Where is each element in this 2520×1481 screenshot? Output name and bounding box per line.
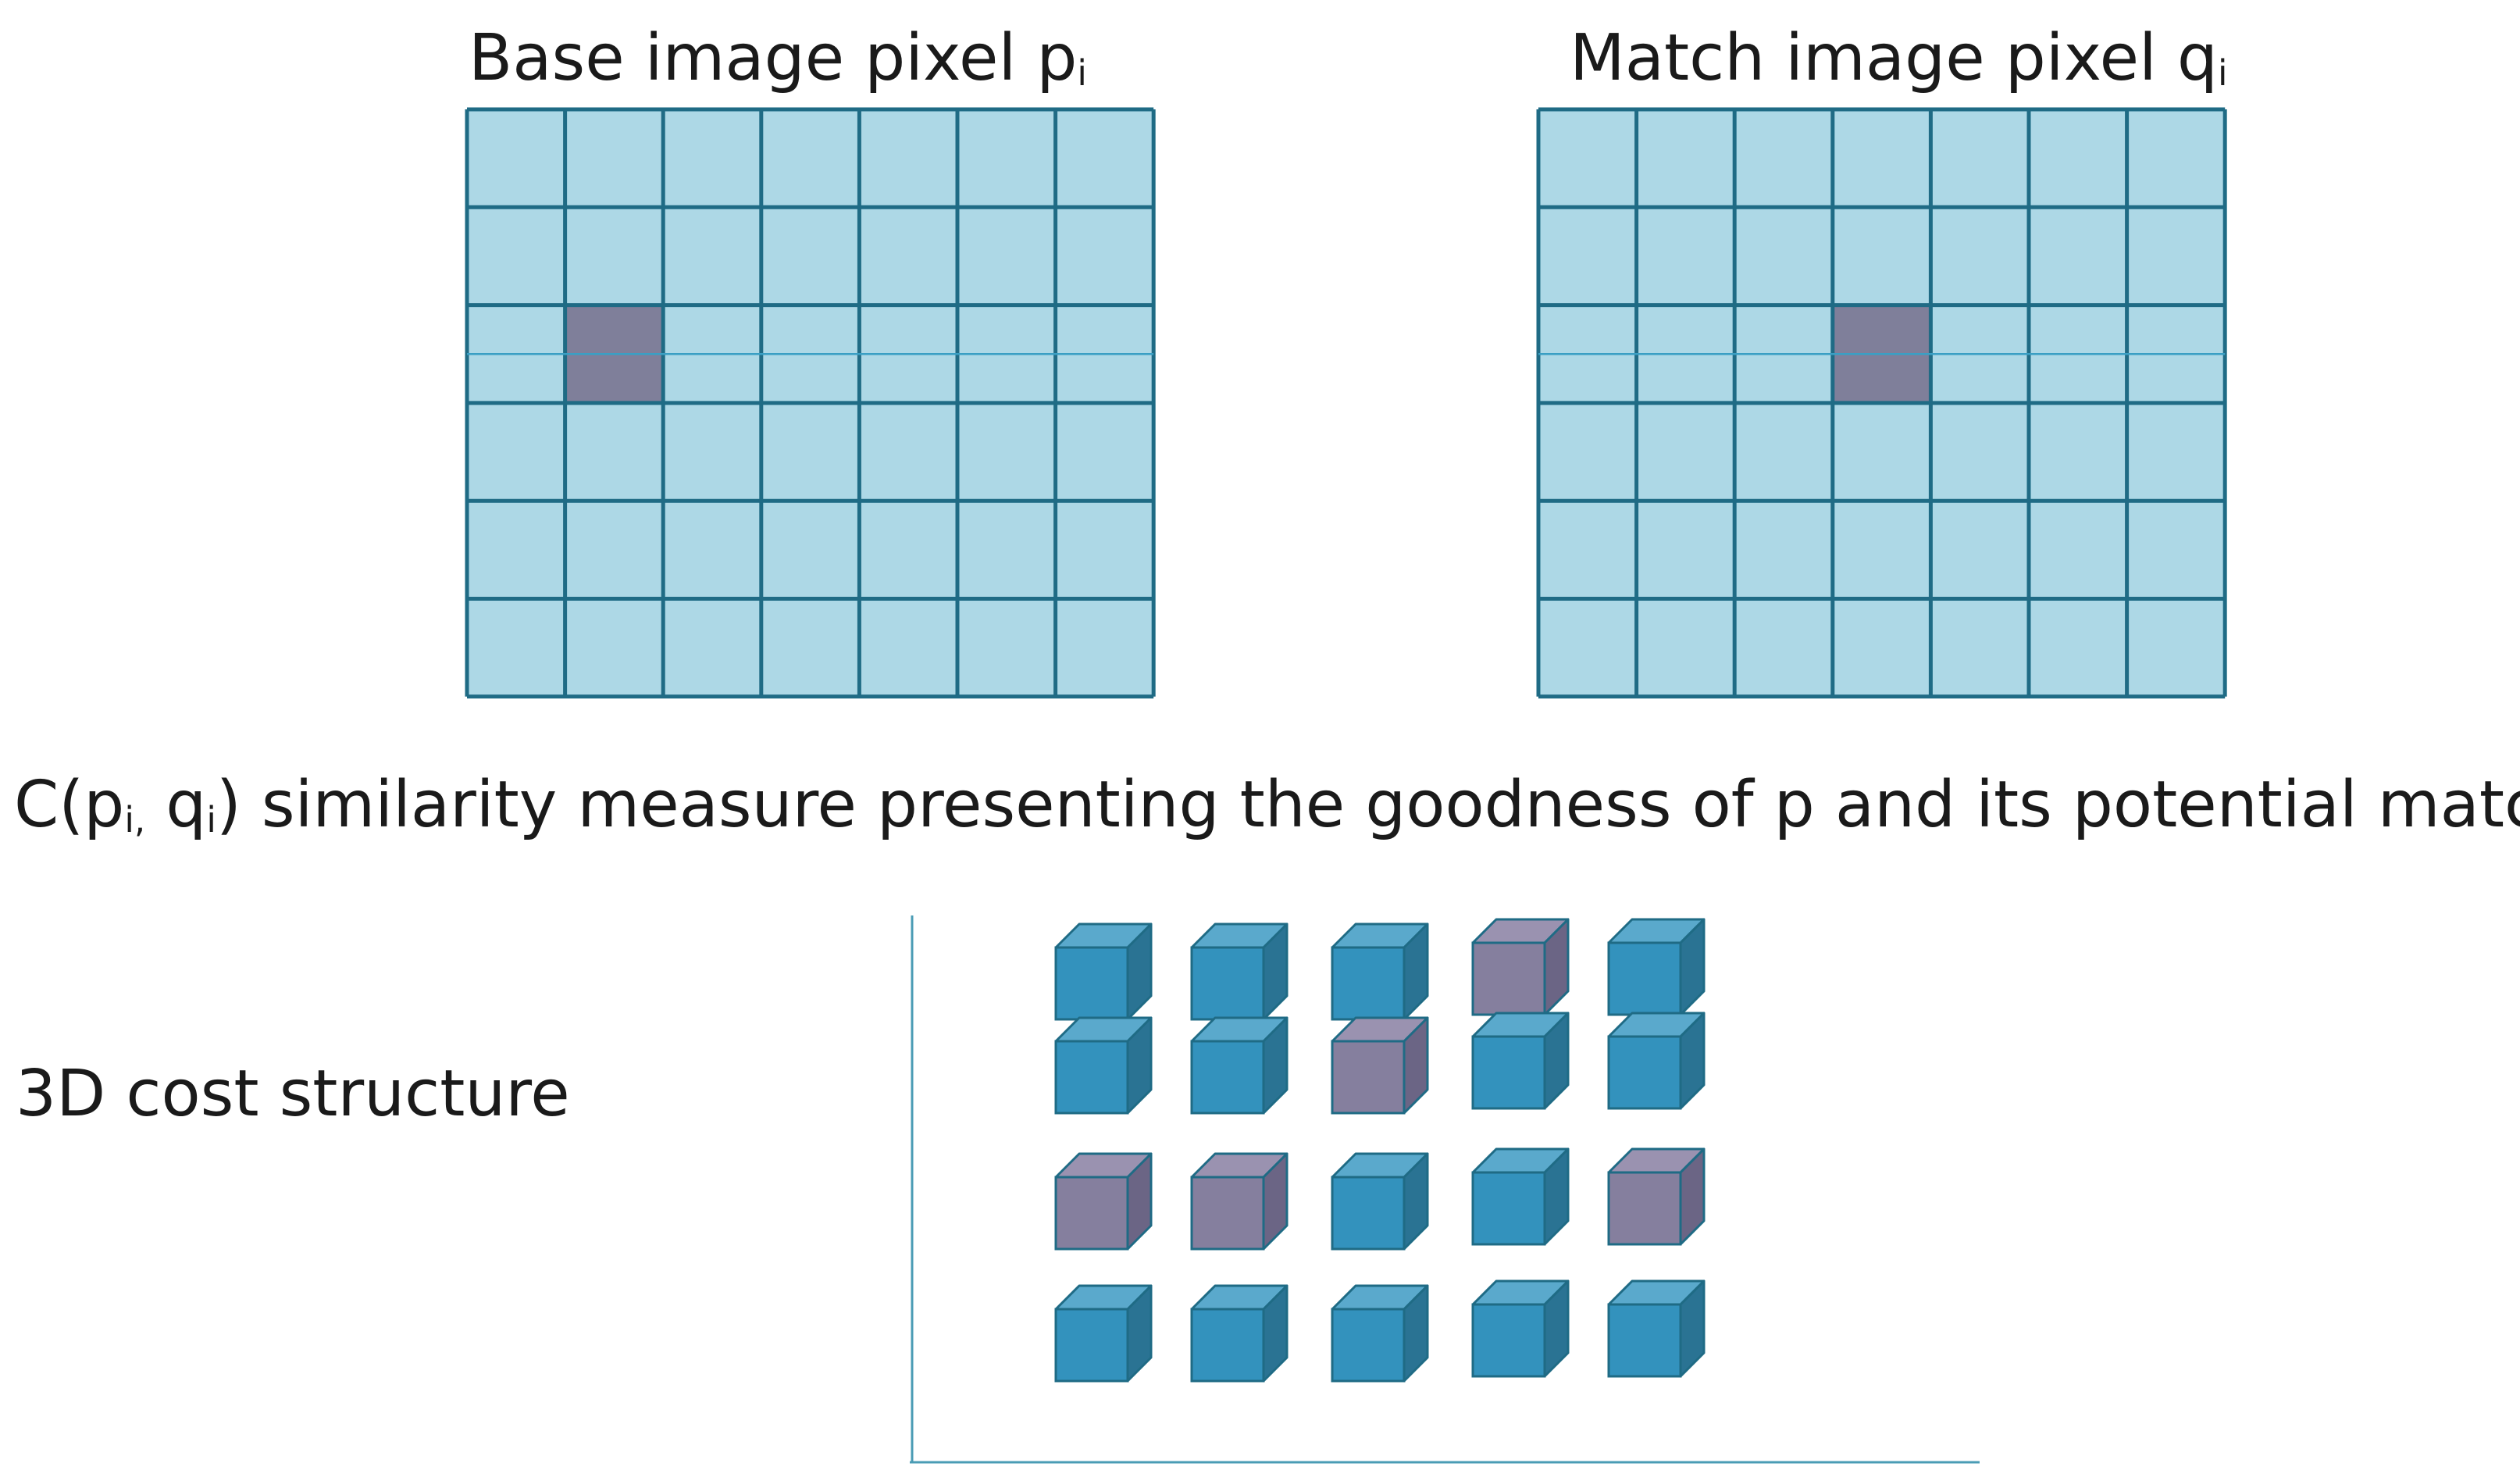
base-grid-cell xyxy=(859,598,957,697)
match-grid-cell xyxy=(1930,598,2029,697)
match-grid-cell xyxy=(1930,501,2029,599)
cost-cube-front xyxy=(1607,941,1682,1016)
cost-cube-front xyxy=(1471,1171,1546,1246)
match-grid-cell xyxy=(2126,402,2226,501)
match-grid-cell xyxy=(1636,501,1735,599)
base-grid-cell xyxy=(565,402,664,501)
base-grid-cell xyxy=(1055,402,1154,501)
cost-cube-front xyxy=(1471,1035,1546,1110)
match-grid-cell xyxy=(1832,402,1931,501)
cost-structure-label: 3D cost structure xyxy=(16,1057,570,1131)
match-grid-cell xyxy=(1930,402,2029,501)
cost-cube-front xyxy=(1607,1303,1682,1378)
match-grid-cell xyxy=(1636,402,1735,501)
cost-cube-front xyxy=(1190,1308,1265,1383)
base-grid-cell xyxy=(1055,501,1154,599)
match-grid-cell xyxy=(1538,501,1637,599)
base-grid-cell xyxy=(663,402,761,501)
cost-cube-front xyxy=(1331,1308,1406,1383)
match-grid-cell xyxy=(2126,598,2226,697)
base-grid-cell xyxy=(761,207,860,305)
cost-cube-front xyxy=(1190,946,1265,1021)
cost-cube-front xyxy=(1054,1308,1129,1383)
match-grid-cell xyxy=(2126,109,2226,208)
match-grid-cell xyxy=(2029,207,2127,305)
match-grid-cell xyxy=(2029,109,2127,208)
match-grid-cell xyxy=(2029,402,2127,501)
cost-cube-highlighted-front xyxy=(1190,1176,1265,1251)
match-grid-cell xyxy=(2029,501,2127,599)
match-grid-cell xyxy=(1734,207,1833,305)
match-grid-cell xyxy=(1832,598,1931,697)
cost-cube-front xyxy=(1054,1040,1129,1115)
base-grid-cell xyxy=(859,207,957,305)
match-grid-cell xyxy=(1734,402,1833,501)
cost-cube-front xyxy=(1190,1040,1265,1115)
match-grid-cell xyxy=(1734,109,1833,208)
base-grid-cell xyxy=(467,598,565,697)
base-grid-cell xyxy=(859,109,957,208)
base-grid-cell xyxy=(957,109,1056,208)
match-grid-cell xyxy=(1832,501,1931,599)
match-grid-cell xyxy=(1636,207,1735,305)
base-grid-cell xyxy=(761,402,860,501)
match-grid-cell xyxy=(1538,598,1637,697)
match-grid-cell xyxy=(1538,402,1637,501)
base-grid-cell xyxy=(859,501,957,599)
base-grid-cell xyxy=(957,598,1056,697)
similarity-caption: C(pi, qi) similarity measure presenting … xyxy=(14,768,2520,842)
base-grid-cell xyxy=(663,109,761,208)
base-grid-cell xyxy=(663,207,761,305)
match-grid-cell xyxy=(1636,598,1735,697)
base-grid-cell xyxy=(565,109,664,208)
match-grid-title: Match image pixel qi xyxy=(1570,21,2228,95)
match-grid-cell xyxy=(1538,207,1637,305)
base-grid-cell xyxy=(1055,109,1154,208)
base-grid-cell xyxy=(663,598,761,697)
cost-cube-highlighted-front xyxy=(1054,1176,1129,1251)
base-grid-cell xyxy=(761,109,860,208)
base-grid-cell xyxy=(957,207,1056,305)
match-grid-cell xyxy=(1930,207,2029,305)
match-grid-cell xyxy=(1832,207,1931,305)
base-grid-cell xyxy=(565,501,664,599)
match-grid-cell xyxy=(1734,501,1833,599)
base-grid-cell xyxy=(1055,207,1154,305)
match-grid-cell xyxy=(1538,109,1637,208)
match-grid-cell xyxy=(2126,501,2226,599)
cost-cube-highlighted-front xyxy=(1331,1040,1406,1115)
cost-cube-front xyxy=(1607,1035,1682,1110)
base-grid-cell xyxy=(467,109,565,208)
match-grid-cell xyxy=(2126,207,2226,305)
match-grid-cell xyxy=(2029,598,2127,697)
base-grid-cell xyxy=(859,402,957,501)
base-grid-cell xyxy=(957,501,1056,599)
base-grid-cell xyxy=(761,501,860,599)
cost-cube-highlighted-front xyxy=(1607,1171,1682,1246)
cost-cube-front xyxy=(1331,946,1406,1021)
match-grid-cell xyxy=(1636,109,1735,208)
base-grid-cell xyxy=(1055,598,1154,697)
base-grid-cell xyxy=(467,207,565,305)
match-grid-cell xyxy=(1734,598,1833,697)
base-grid-cell xyxy=(467,402,565,501)
base-grid-cell xyxy=(663,501,761,599)
base-grid-cell xyxy=(565,598,664,697)
base-grid-cell xyxy=(957,402,1056,501)
match-grid-cell xyxy=(1832,109,1931,208)
cost-cube-front xyxy=(1471,1303,1546,1378)
cost-cube-front xyxy=(1054,946,1129,1021)
base-grid-cell xyxy=(467,501,565,599)
cost-cube-front xyxy=(1331,1176,1406,1251)
base-grid-cell xyxy=(761,598,860,697)
base-grid-title: Base image pixel pi xyxy=(469,21,1087,95)
cost-cube-highlighted-front xyxy=(1471,941,1546,1016)
match-grid-cell xyxy=(1930,109,2029,208)
base-grid-cell xyxy=(565,207,664,305)
